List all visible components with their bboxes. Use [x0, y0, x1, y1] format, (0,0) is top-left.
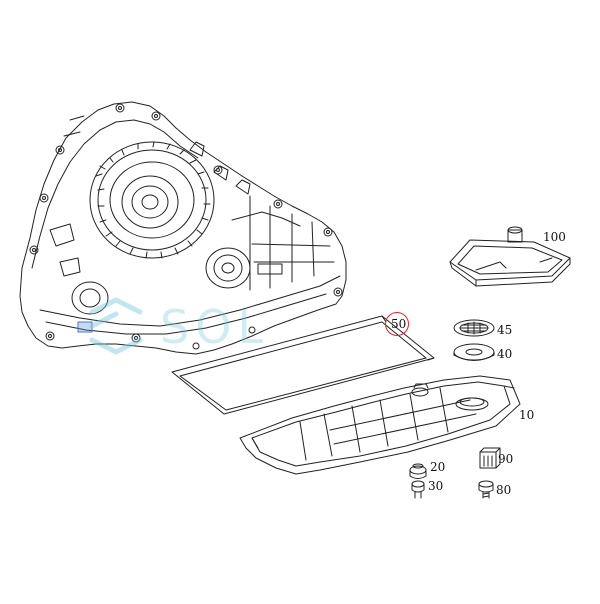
sol-logo-icon [89, 297, 143, 355]
transmission-housing [19, 101, 347, 355]
callout-50-highlight-ring [385, 312, 409, 336]
drain-plug[interactable] [409, 463, 427, 479]
oil-filter[interactable] [449, 226, 571, 287]
callout-20[interactable]: 20 [430, 460, 446, 474]
callout-45[interactable]: 45 [497, 323, 513, 337]
magnet[interactable] [479, 447, 501, 469]
callout-10[interactable]: 10 [519, 408, 535, 422]
oil-pan[interactable] [239, 375, 521, 475]
plug[interactable] [411, 480, 425, 499]
callout-50[interactable]: 50 [391, 317, 407, 331]
filter-screen[interactable] [453, 319, 495, 337]
callout-30[interactable]: 30 [428, 479, 444, 493]
callout-80[interactable]: 80 [496, 483, 512, 497]
watermark-text: SOL [160, 300, 270, 354]
callout-100[interactable]: 100 [543, 230, 566, 244]
callout-40[interactable]: 40 [497, 347, 513, 361]
seal-ring[interactable] [453, 343, 495, 361]
callout-90[interactable]: 90 [498, 452, 514, 466]
pan-gasket[interactable] [171, 315, 435, 415]
bolt[interactable] [478, 480, 494, 499]
housing-bolt-holes [29, 103, 343, 350]
